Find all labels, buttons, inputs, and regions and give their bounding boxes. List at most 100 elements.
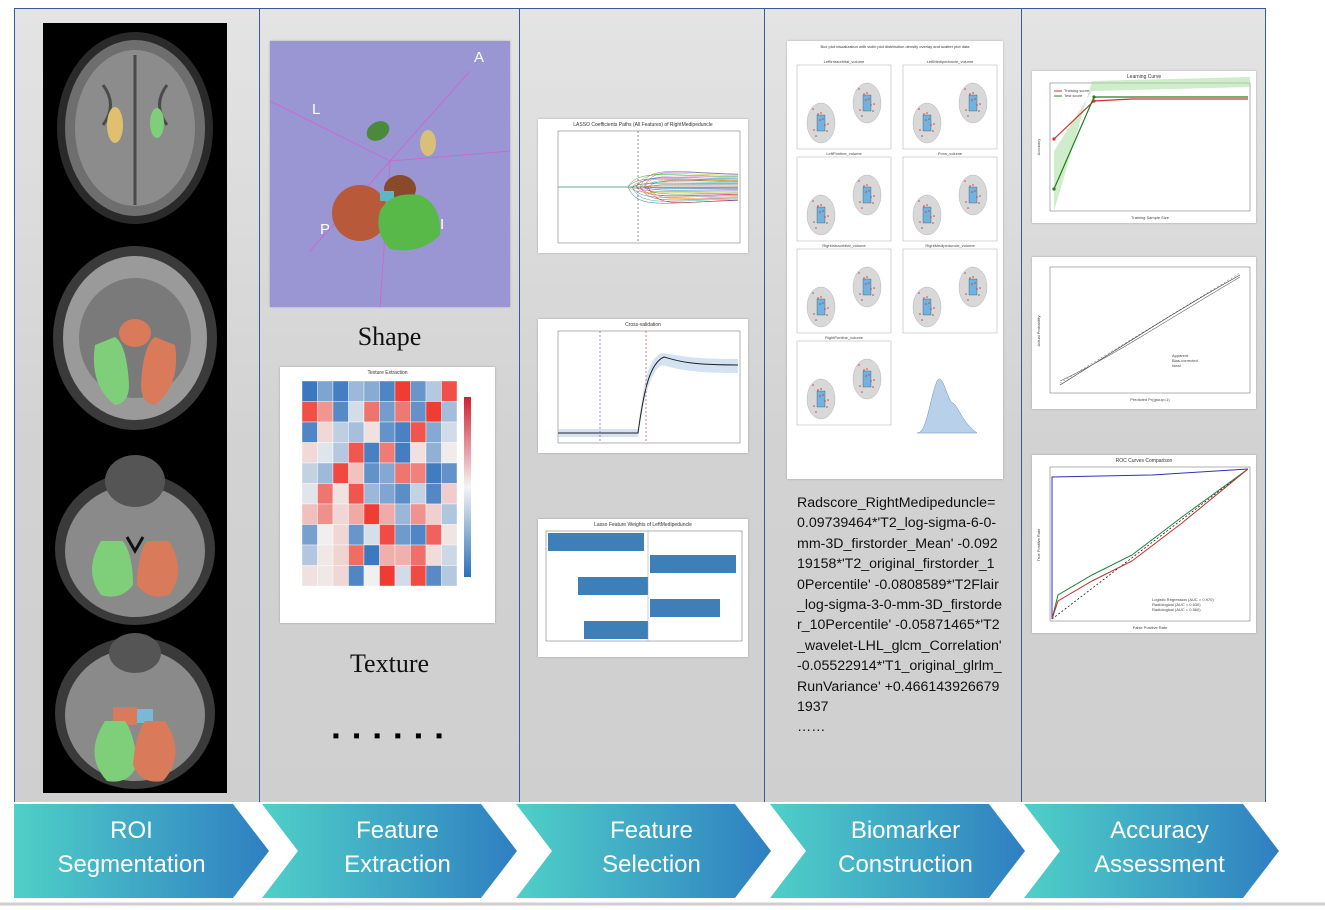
scatter-point — [859, 201, 861, 203]
scatter-point — [928, 118, 930, 120]
heatmap-cell — [394, 462, 411, 484]
scatter-point — [926, 296, 928, 298]
heatmap-cell — [425, 503, 442, 525]
scatter-point — [870, 380, 872, 382]
heatmap-cell — [332, 462, 349, 484]
heatmap-colorbar — [464, 397, 471, 577]
scatter-point — [974, 190, 976, 192]
scatter-point — [819, 119, 821, 121]
heatmap-cell — [317, 483, 334, 505]
heatmap-cell — [379, 401, 396, 423]
scatter-point — [865, 283, 867, 285]
heatmap-cell — [317, 524, 334, 546]
scatter-point — [815, 227, 817, 229]
scatter-point — [979, 287, 981, 289]
scatter-point — [817, 389, 819, 391]
lasso-path-line — [558, 171, 739, 188]
scatter-point — [964, 88, 966, 90]
heatmap-title: Texture Extraction — [367, 370, 408, 376]
heatmap-cell — [363, 442, 380, 464]
heatmap-cell — [394, 380, 411, 402]
scatter-point — [858, 180, 860, 182]
heatmap-cell — [410, 544, 427, 566]
panel-feature-extraction: A L P I Shape Texture Extraction Texture… — [259, 8, 519, 802]
step-3-line1: Feature — [610, 817, 693, 844]
box-shape — [816, 206, 826, 224]
heatmap-cell — [410, 524, 427, 546]
heatmap-cell — [301, 442, 318, 464]
roc-xlabel: False Positive Rate — [1133, 625, 1168, 630]
heatmap-cell — [332, 401, 349, 423]
lasso-weights-plot: Lasso Feature Weights of LeftMedipeduncl… — [538, 519, 748, 657]
heatmap-cell — [410, 503, 427, 525]
heatmap-cell — [425, 483, 442, 505]
scatter-point — [861, 299, 863, 301]
scatter-point — [919, 313, 921, 315]
texture-heatmap: Texture Extraction — [280, 367, 495, 623]
scatter-point — [974, 98, 976, 100]
scatter-point — [872, 386, 874, 388]
scatter-point — [872, 110, 874, 112]
heatmap-cell — [363, 503, 380, 525]
scatter-point — [971, 283, 973, 285]
scatter-point — [827, 215, 829, 217]
brain-slice-3 — [55, 455, 215, 625]
scatter-point — [971, 191, 973, 193]
lasso-path-line — [558, 186, 739, 201]
box-shape — [862, 370, 872, 388]
weight-bar-4 — [650, 599, 720, 617]
scatter-point — [930, 308, 932, 310]
scatter-point — [967, 115, 969, 117]
roc-legend-rad1: Radiological (AUC = 0.630) — [1152, 602, 1201, 607]
lasso-path-line — [558, 178, 739, 188]
scatter-point — [824, 216, 826, 218]
heatmap-cell — [317, 565, 334, 587]
scatter-point — [812, 200, 814, 202]
violin-panel-title: LeftPontine_volume — [826, 151, 862, 156]
panel-roi-segmentation — [14, 8, 259, 802]
heatmap-cell — [425, 401, 442, 423]
scatter-point — [824, 124, 826, 126]
scatter-point — [815, 319, 817, 321]
scatter-point — [827, 123, 829, 125]
heatmap-cell — [332, 421, 349, 443]
scatter-point — [926, 112, 928, 114]
scatter-point — [820, 112, 822, 114]
brain-slice-4 — [55, 633, 215, 789]
scatter-point — [827, 307, 829, 309]
heatmap-cell — [441, 503, 458, 525]
heatmap-cell — [317, 380, 334, 402]
scatter-point — [965, 109, 967, 111]
scatter-point — [863, 277, 865, 279]
lasso-path-line — [558, 186, 739, 195]
scatter-point — [866, 184, 868, 186]
heatmap-cell — [317, 544, 334, 566]
heatmap-cell — [301, 401, 318, 423]
step-chevron-5 — [1024, 804, 1279, 898]
scatter-point — [812, 292, 814, 294]
heatmap-cell — [301, 380, 318, 402]
learning-legend-training: Training score — [1064, 88, 1090, 93]
scatter-point — [923, 113, 925, 115]
heatmap-cell — [379, 380, 396, 402]
heatmap-cell — [441, 524, 458, 546]
lasso-path-line — [558, 186, 739, 189]
scatter-point — [817, 113, 819, 115]
scatter-point — [822, 302, 824, 304]
heatmap-cell — [317, 442, 334, 464]
step-5-line1: Accuracy — [1110, 817, 1209, 844]
step-4-line2: Construction — [838, 851, 973, 878]
heatmap-cell — [332, 524, 349, 546]
heatmap-cell — [425, 421, 442, 443]
scatter-point — [870, 288, 872, 290]
lasso-path-line — [558, 182, 739, 188]
step-3-line2: Selection — [602, 851, 701, 878]
box-shape — [816, 390, 826, 408]
heatmap-cell — [441, 483, 458, 505]
calib-legend-bias: Bias-corrected — [1172, 358, 1198, 363]
scatter-point — [964, 180, 966, 182]
heatmap-cell — [332, 544, 349, 566]
scatter-point — [872, 202, 874, 204]
scatter-point — [859, 385, 861, 387]
heatmap-cell — [332, 380, 349, 402]
